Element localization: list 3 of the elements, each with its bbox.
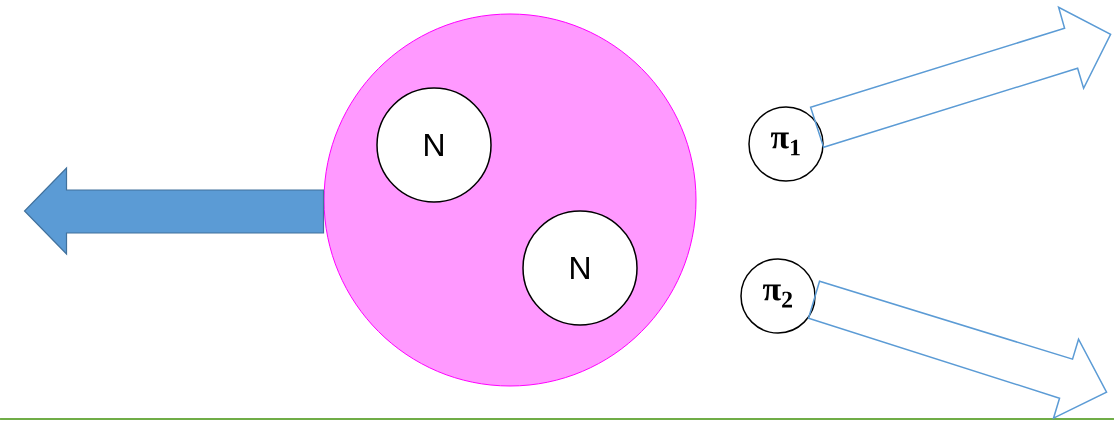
block-arrow [807,280,1108,420]
block-arrow [23,166,325,256]
block-arrow [809,5,1112,149]
